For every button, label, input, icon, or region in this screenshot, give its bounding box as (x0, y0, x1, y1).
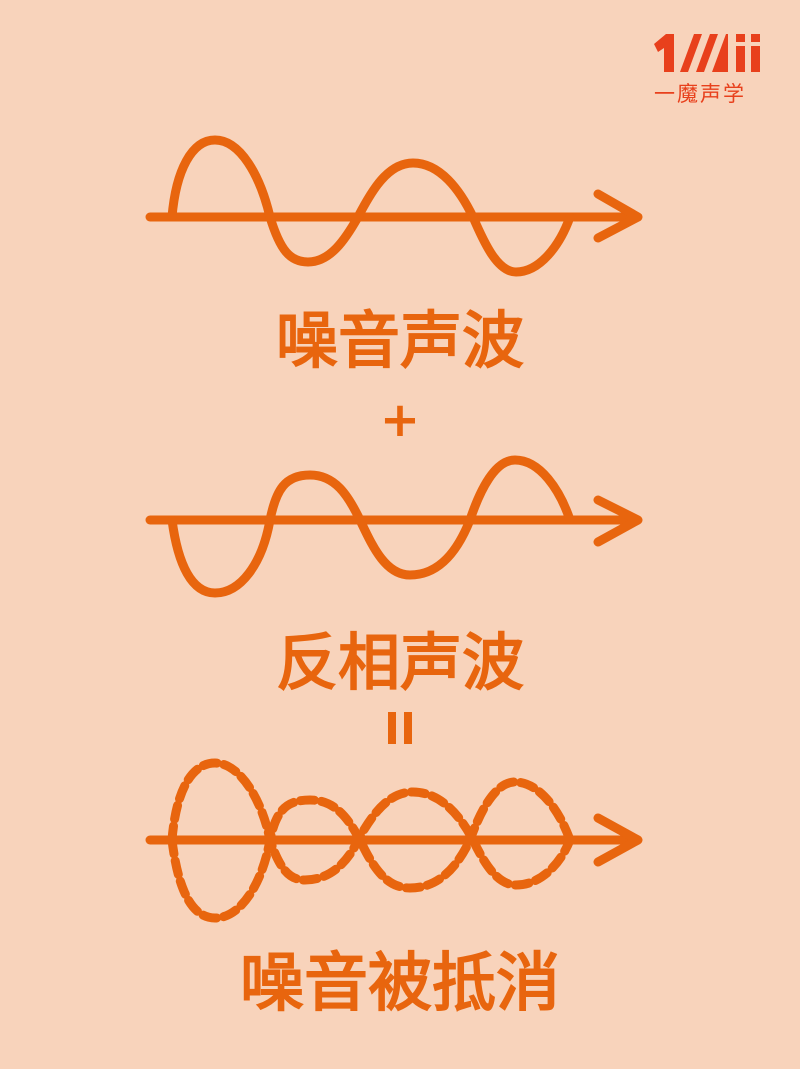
brand-logo: 一魔声学 (652, 32, 764, 106)
equals-operator (0, 712, 800, 748)
noise-wave-label: 噪音声波 (275, 304, 524, 377)
inverted-wave-icon (145, 455, 643, 598)
cancelled-wave-icon (145, 758, 643, 923)
noise-wave-icon (145, 135, 643, 277)
plus-operator: + (379, 392, 421, 448)
inverted-wave-label: 反相声波 (275, 626, 524, 699)
equals-bar-icon (404, 712, 412, 744)
equals-bar-icon (388, 712, 396, 744)
brand-name: 一魔声学 (654, 82, 746, 106)
brand-mark-1mii-icon (654, 34, 760, 72)
cancelled-wave-label: 噪音被抵消 (240, 947, 560, 1021)
